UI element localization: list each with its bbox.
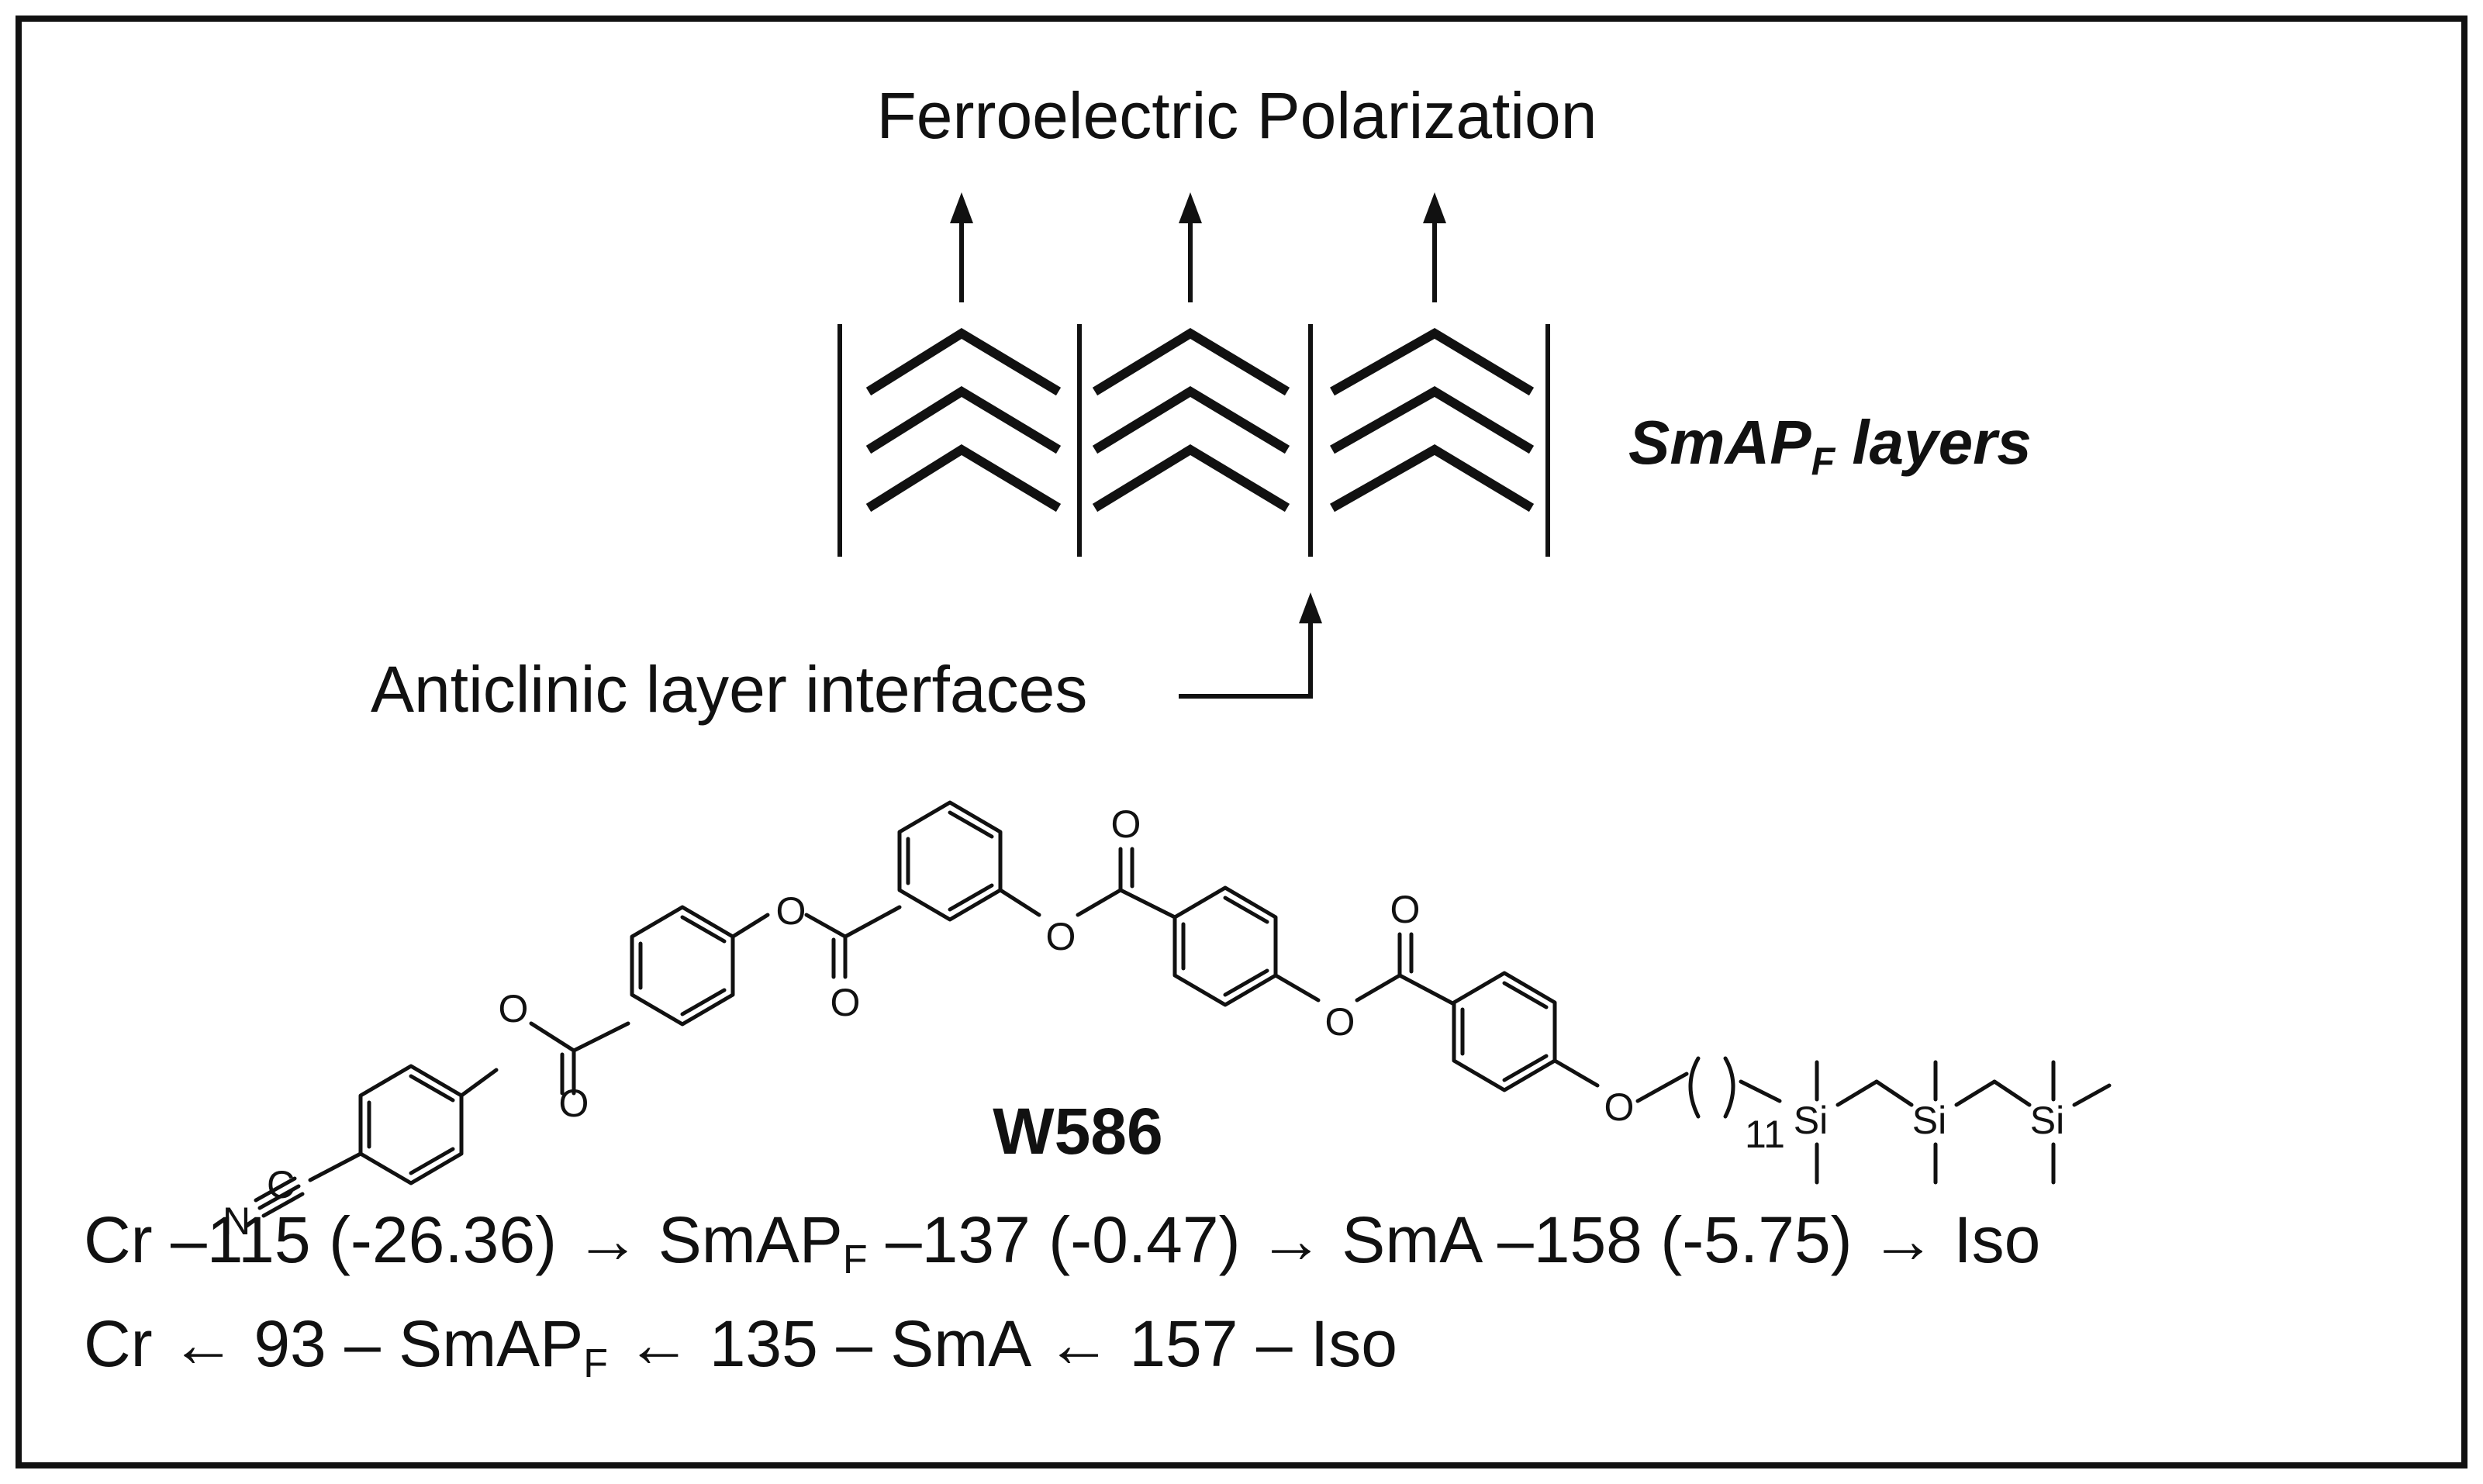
ether-oxygen-label: O (1604, 1085, 1635, 1129)
layer-walls (837, 324, 1550, 557)
phase-iso: Iso (1953, 1203, 2040, 1276)
ester-bond (459, 1068, 499, 1098)
transition-arrow: ← (171, 1307, 254, 1380)
bent-core-chevron (1092, 385, 1290, 454)
carbonyl-oxygen-label: O (1111, 802, 1141, 846)
transition-dash: – (1256, 1307, 1311, 1380)
bent-core-chevron (865, 385, 1062, 454)
benzene-ring-4 (1172, 885, 1278, 1007)
transition-dash: – (344, 1307, 399, 1380)
ester-oxygen-label: O (499, 987, 529, 1030)
chain-bracket-right (1723, 1056, 1735, 1119)
silicon-label: Si (1794, 1099, 1828, 1142)
bent-core-chevron (865, 443, 1062, 512)
phase-smapf: SmAP (658, 1203, 843, 1276)
bent-core-chevron (1330, 386, 1535, 454)
layer-column-1 (865, 327, 1062, 512)
compound-name: W586 (993, 1095, 1162, 1168)
transition-dash: – (171, 1203, 207, 1276)
layers-label-subscript: F (1811, 440, 1836, 483)
interface-label: Anticlinic layer interfaces (371, 653, 1087, 726)
figure-border (16, 16, 2467, 1468)
carbonyl-oxygen-label: O (559, 1082, 589, 1125)
nitrile-carbon-label: C (267, 1163, 295, 1206)
bent-core-chevron (1092, 443, 1290, 512)
transition-temp: 93 (254, 1307, 326, 1380)
benzene-ring-5 (1452, 971, 1557, 1092)
layers-label-main: SmAP (1628, 408, 1811, 477)
ester-oxygen-label: O (1046, 915, 1076, 958)
bent-core-chevron (865, 327, 1062, 396)
transition-temp: 115 (-26.36) (207, 1203, 557, 1276)
silicon-label: Si (1912, 1099, 1946, 1142)
phase-cr: Cr (84, 1307, 153, 1380)
ring1-to-nitrile-bond (308, 1151, 363, 1182)
transition-dash: – (836, 1307, 890, 1380)
ester-oxygen-label: O (776, 889, 806, 933)
phase-sma: SmA (890, 1307, 1031, 1380)
interface-pointer-arrowhead (1299, 592, 1322, 623)
polarization-arrowhead (1179, 192, 1202, 223)
bent-core-chevron (1330, 328, 1535, 396)
phase-cr: Cr (84, 1203, 153, 1276)
transition-arrow: ← (1046, 1307, 1129, 1380)
transition-arrow: → (1870, 1203, 1953, 1276)
transition-temp: 158 (-5.75) (1534, 1203, 1853, 1276)
phase-smapf-subscript: F (583, 1341, 608, 1386)
chain-repeat-count: 11 (1745, 1113, 1785, 1156)
nitrile-nitrogen-label: N (223, 1199, 250, 1243)
layer-column-3 (1330, 328, 1535, 512)
chain-bracket-left (1688, 1056, 1701, 1119)
polarization-title: Ferroelectric Polarization (876, 79, 1597, 152)
bent-core-chevron (1330, 444, 1535, 512)
carbonyl-oxygen-label: O (1390, 888, 1421, 931)
transition-temp: 135 (710, 1307, 818, 1380)
transition-dash: – (886, 1203, 922, 1276)
layer-column-2 (1092, 327, 1290, 512)
cooling-sequence: Cr ← 93 – SmAPF ← 135 – SmA ← 157 – Iso (84, 1307, 1397, 1391)
transition-dash: – (1497, 1203, 1534, 1276)
transition-temp: 137 (-0.47) (922, 1203, 1241, 1276)
transition-temp: 157 (1129, 1307, 1238, 1380)
layers-label-tail: layers (1835, 408, 2032, 477)
phase-iso: Iso (1311, 1307, 1397, 1380)
polarization-arrowhead (1423, 192, 1446, 223)
benzene-ring-3 (897, 800, 1003, 922)
molecule-w586: C N O O O O O (223, 800, 2112, 1243)
transition-arrow: → (1259, 1203, 1342, 1276)
nitrile-triple-bond (257, 1184, 301, 1210)
bent-core-chevron (1092, 327, 1290, 396)
silicon-label: Si (2030, 1099, 2064, 1142)
phase-smapf: SmAP (399, 1307, 583, 1380)
transition-arrow: ← (626, 1307, 709, 1380)
interface-pointer-line (1179, 619, 1313, 699)
layers-label: SmAPF layers (1628, 408, 2032, 483)
transition-arrow: → (575, 1203, 658, 1276)
phase-sma: SmA (1342, 1203, 1483, 1276)
polarization-arrowhead (950, 192, 973, 223)
polarization-arrows (950, 192, 1446, 302)
smapf-layers-diagram (865, 327, 1535, 512)
carbonyl-oxygen-label: O (831, 981, 861, 1024)
ester-oxygen-label: O (1325, 1000, 1355, 1044)
phase-smapf-subscript: F (843, 1237, 868, 1282)
heating-sequence: Cr –115 (-26.36) → SmAPF –137 (-0.47) → … (84, 1203, 2040, 1287)
